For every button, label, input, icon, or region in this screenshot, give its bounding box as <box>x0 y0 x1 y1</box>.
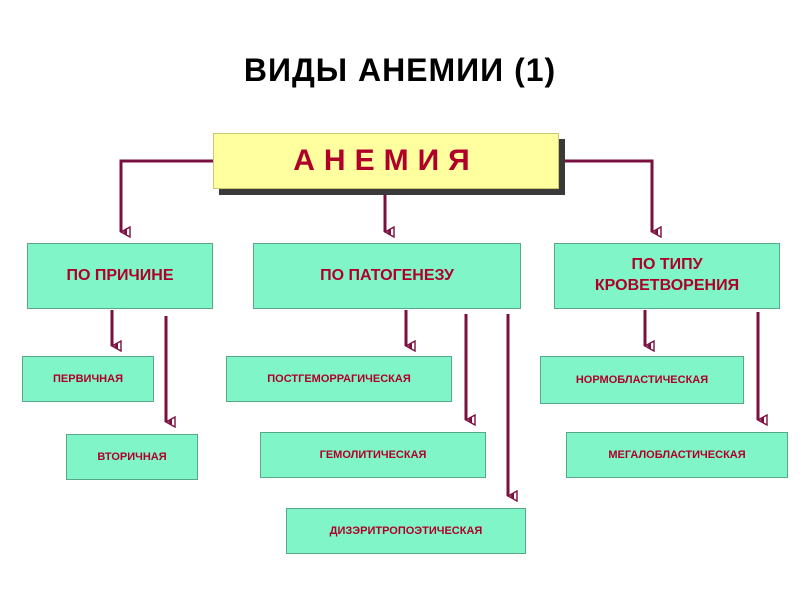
leaf-normoblastic-box: НОРМОБЛАСТИЧЕСКАЯ <box>540 356 744 404</box>
category-pathogenesis-box: ПО ПАТОГЕНЕЗУ <box>253 243 521 309</box>
connector-root-to-hematopoiesis <box>559 159 652 232</box>
leaf-dyserythropoietic-box: ДИЗЭРИТРОПОЭТИЧЕСКАЯ <box>286 508 526 554</box>
leaf-posthemorrhagic-box: ПОСТГЕМОРРАГИЧЕСКАЯ <box>226 356 452 402</box>
leaf-megaloblastic-box: МЕГАЛОБЛАСТИЧЕСКАЯ <box>566 432 788 478</box>
leaf-secondary-box: ВТОРИЧНАЯ <box>66 434 198 480</box>
leaf-hemolytic-box: ГЕМОЛИТИЧЕСКАЯ <box>260 432 486 478</box>
leaf-primary-box: ПЕРВИЧНАЯ <box>22 356 154 402</box>
category-cause-box: ПО ПРИЧИНЕ <box>27 243 213 309</box>
category-hematopoiesis-box: ПО ТИПУ КРОВЕТВОРЕНИЯ <box>554 243 780 309</box>
page-title: ВИДЫ АНЕМИИ (1) <box>243 52 557 88</box>
connector-root-to-cause <box>119 159 213 232</box>
root-anemia-box: АНЕМИЯ <box>213 133 559 189</box>
